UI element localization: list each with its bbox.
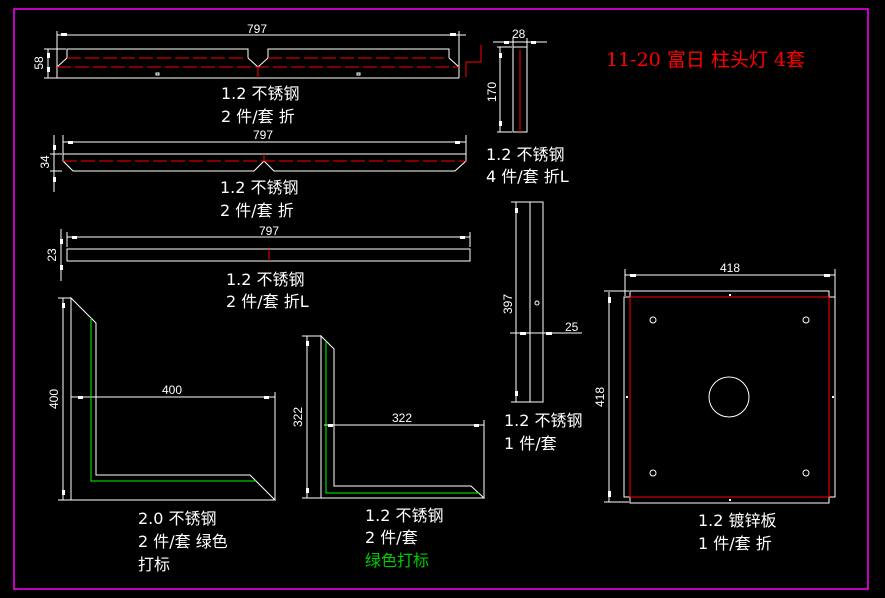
part-7-material: 1.2 不锈钢 (365, 506, 444, 525)
part-2-view: 797 34 1.2 不锈钢 2 件/套 折 (38, 128, 467, 220)
part-2-qty: 2 件/套 折 (220, 201, 294, 220)
part-6-note: 打标 (138, 555, 170, 574)
part-1-material: 1.2 不锈钢 (221, 84, 300, 103)
part-8-qty: 1 件/套 折 (698, 534, 772, 553)
part-4-view: 28 170 1.2 不锈钢 4 件/套 折L (485, 27, 569, 186)
mounting-hole (802, 316, 810, 324)
mounting-hole (649, 316, 657, 324)
part-5-qty: 1 件/套 (504, 434, 557, 453)
dim-length-label: 797 (253, 128, 273, 142)
dim-height-label: 170 (485, 82, 499, 102)
plate-bend-lines (629, 296, 830, 498)
part-3-material: 1.2 不锈钢 (226, 270, 305, 289)
dim-height-label: 58 (32, 56, 46, 70)
mounting-hole (649, 469, 657, 477)
part-8-material: 1.2 镀锌板 (698, 511, 777, 530)
center-hole (708, 376, 750, 418)
part-4-qty: 4 件/套 折L (486, 167, 569, 186)
part-7-qty: 2 件/套 (365, 528, 418, 547)
mounting-hole (802, 469, 810, 477)
part-6-material: 2.0 不锈钢 (138, 509, 217, 528)
part-5-view: 397 25 1.2 不锈钢 1 件/套 (501, 201, 583, 453)
dim-height-label: 397 (501, 294, 515, 314)
drawing-title: 11-20 富日 柱头灯 4套 (606, 49, 805, 71)
part-8-view: 418 418 1.2 镀锌板 1 件/套 折 (593, 261, 836, 553)
part-6-view: 400 400 2.0 不锈钢 2 件/套 绿色 打标 (47, 296, 277, 574)
drawing-frame (13, 8, 869, 590)
dim-width-label: 28 (512, 27, 526, 41)
part-6-qty: 2 件/套 绿色 (138, 532, 228, 551)
dim-length-label: 797 (259, 224, 279, 238)
part-5-material: 1.2 不锈钢 (504, 411, 583, 430)
dim-width-label: 25 (565, 320, 579, 334)
part-1-view: 797 58 1.2 不锈钢 2 件/套 折 (32, 22, 466, 126)
dim-height-label: 322 (291, 407, 305, 427)
dim-width-label: 322 (392, 411, 412, 425)
dim-height-label: 34 (38, 155, 52, 169)
part-2-material: 1.2 不锈钢 (220, 178, 299, 197)
dim-width-label: 418 (720, 261, 740, 275)
part-1-qty: 2 件/套 折 (221, 107, 295, 126)
part-4-material: 1.2 不锈钢 (486, 145, 565, 164)
part-3-qty: 2 件/套 折L (226, 292, 309, 311)
fold-direction-symbol (465, 45, 482, 77)
part-7-note: 绿色打标 (365, 551, 429, 570)
dim-height-label: 400 (47, 389, 61, 409)
dim-height-label: 23 (45, 248, 59, 262)
dim-length-label: 797 (247, 22, 267, 36)
part-7-view: 322 322 1.2 不锈钢 2 件/套 绿色打标 (291, 334, 486, 570)
dim-width-label: 400 (162, 383, 182, 397)
dim-height-label: 418 (593, 387, 607, 407)
part-3-view: 797 23 1.2 不锈钢 2 件/套 折L (45, 224, 471, 311)
plate-outline-flange-tb (629, 290, 830, 504)
plate-outline-flange-lr (623, 296, 836, 498)
